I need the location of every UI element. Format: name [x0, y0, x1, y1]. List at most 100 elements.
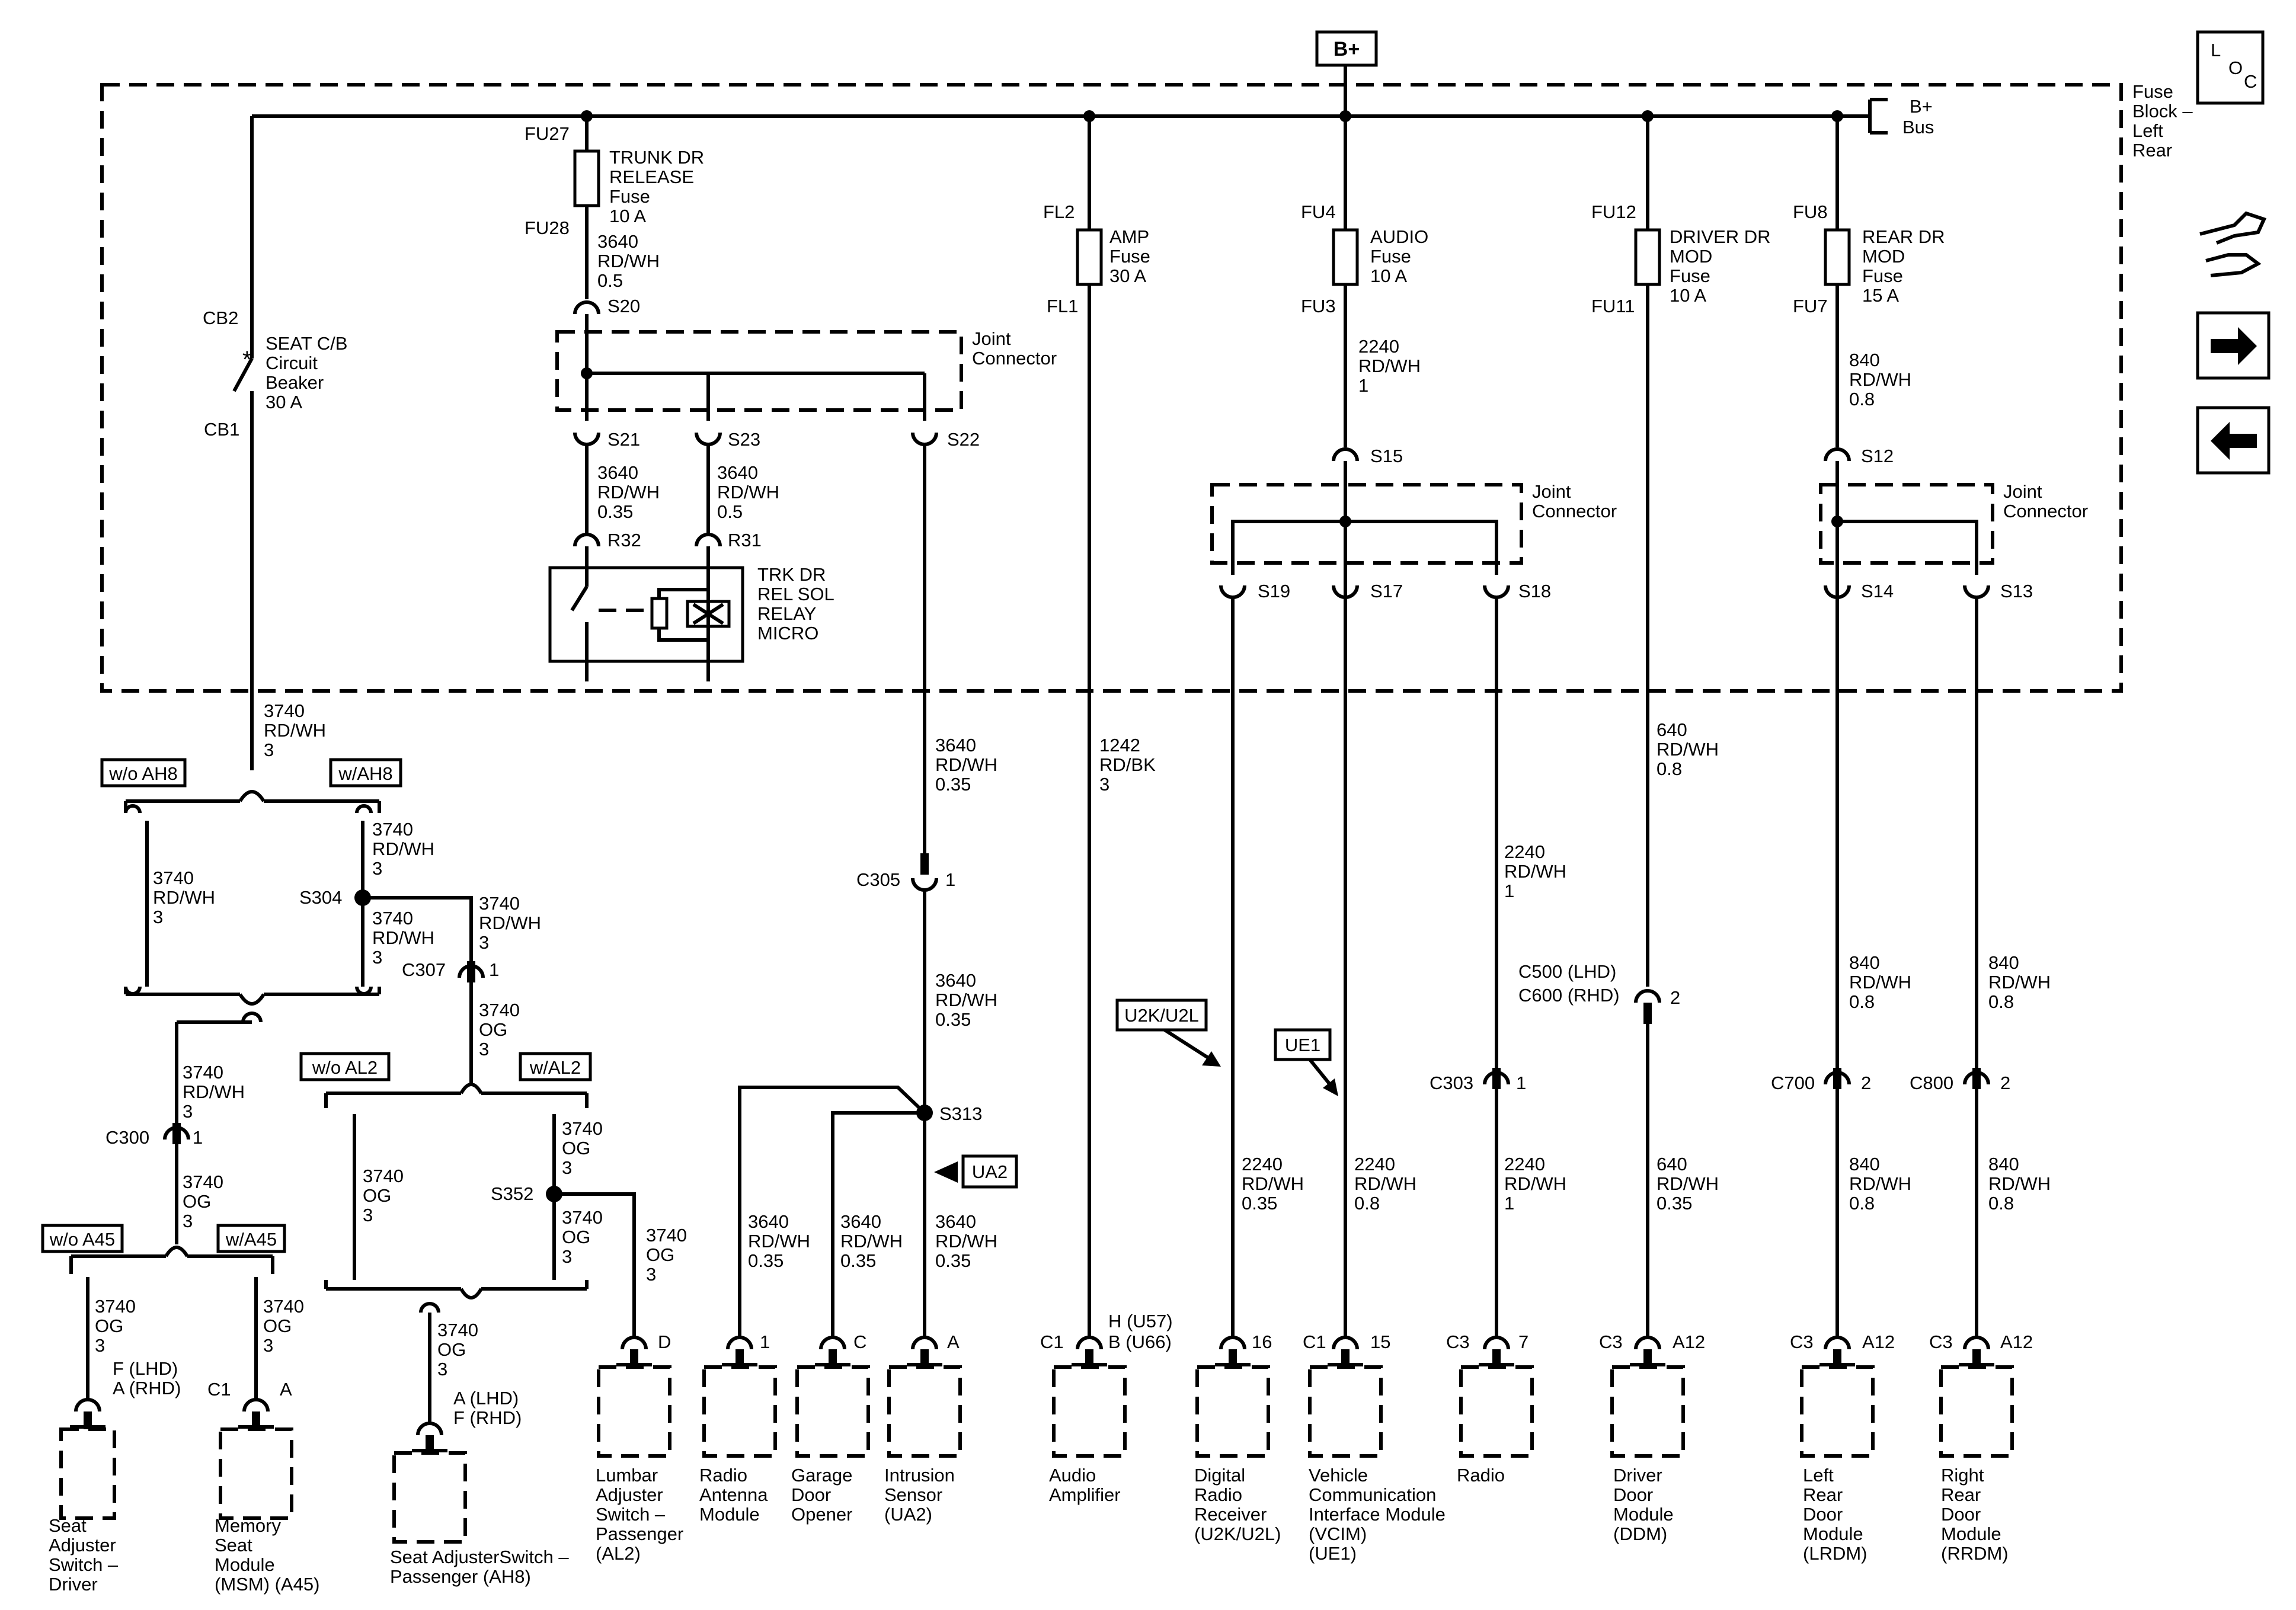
rrdm-pin-label: A12 [2000, 1331, 2033, 1352]
audio-amplifier-component [1052, 1336, 1127, 1458]
vcim-name-1: Vehicle [1309, 1465, 1368, 1486]
radio-conn-label: C3 [1446, 1331, 1470, 1352]
lb-wj-3: 3 [363, 1205, 373, 1225]
cb1-label: CB1 [204, 419, 239, 440]
rear-w13-2: RD/WH [1988, 972, 2051, 993]
lb-wf-1: 3740 [183, 1062, 223, 1083]
lb-wb-1: 3740 [372, 819, 413, 840]
lumbar-name-4: Passenger [596, 1523, 683, 1544]
audio-fuse [1332, 228, 1359, 286]
relay-label-4: MICRO [757, 623, 818, 644]
lb-wd-2: RD/WH [479, 913, 541, 933]
amp-pin-label-2: B (U66) [1108, 1331, 1172, 1352]
c305-connector [911, 878, 938, 892]
seat-drv-name-4: Driver [49, 1574, 98, 1595]
a45-split-ends [69, 1256, 274, 1274]
trunk-joint-label-1: Joint [972, 328, 1011, 349]
lb-wk-2: OG [562, 1138, 590, 1158]
cb2-label: CB2 [203, 308, 238, 328]
lb-wa-1: 3740 [153, 868, 194, 888]
garage-door-opener-connector [819, 1336, 846, 1350]
cb-star: * [242, 347, 252, 373]
audio-w19-1: 2240 [1242, 1154, 1283, 1174]
audio-joint-connector [1210, 483, 1523, 565]
lrdm-name-3: Door [1803, 1504, 1843, 1525]
right-rear-door-module-pin [1972, 1349, 1981, 1367]
audio-w19-2: RD/WH [1242, 1173, 1304, 1194]
msm-name-1: Memory [215, 1515, 281, 1536]
rear-fuse-label-4: 15 A [1862, 285, 1899, 306]
u2k-box [1115, 998, 1208, 1032]
lb-wb-3: 3 [372, 858, 382, 879]
s313-label: S313 [939, 1103, 982, 1124]
lrdm-name-1: Left [1803, 1465, 1834, 1486]
trunk-fuse-label-1: TRUNK DR [609, 147, 704, 168]
memory-seat-module-connector [242, 1398, 270, 1412]
c307-pin-label: 1 [489, 959, 499, 980]
lb-wn-3: 3 [437, 1359, 447, 1379]
audio-w17-1: 2240 [1354, 1154, 1395, 1174]
intrusion-pin-label: A [947, 1331, 960, 1352]
garage-door-opener-component [795, 1336, 870, 1458]
audio-wire-1: 2240 [1358, 336, 1399, 357]
amp-fuse-label-2: Fuse [1109, 246, 1150, 267]
rear-fuse-label-3: Fuse [1862, 265, 1903, 286]
amp-fuse-label-3: 30 A [1109, 265, 1146, 286]
s15-connector [1332, 447, 1359, 462]
ah8-merge-bar [124, 986, 379, 1006]
c307-label: C307 [402, 959, 446, 980]
radio-pin-label: 7 [1518, 1331, 1528, 1352]
lb-wc-3: 3 [372, 947, 382, 968]
garage-wire [831, 1111, 925, 1336]
lb-wn-1: 3740 [437, 1320, 478, 1340]
rear-w14b-2: RD/WH [1849, 1173, 1911, 1194]
lb-wc-1: 3740 [372, 908, 413, 929]
trunk-w21-2: RD/WH [597, 482, 660, 502]
driver-wire2-3: 0.35 [1657, 1193, 1692, 1214]
ddm-name-3: Module [1613, 1504, 1674, 1525]
r31-label: R31 [728, 530, 762, 550]
radio-ant-name-3: Module [699, 1504, 760, 1525]
left-rear-door-module-pin [1833, 1349, 1841, 1367]
drr-name-1: Digital [1194, 1465, 1245, 1486]
c500-pin [1643, 1003, 1652, 1024]
intrusion-sensor-pin [920, 1349, 929, 1367]
loc-letter-c: C [2244, 71, 2257, 92]
trunk-branch-w2-1: 3640 [935, 970, 976, 991]
lumbar-pin-label: D [658, 1331, 671, 1352]
al2-split-bar [326, 1083, 587, 1095]
lb-wf-3: 3 [183, 1101, 193, 1122]
c300-connector [163, 1126, 190, 1140]
rear-w13-3: 0.8 [1988, 991, 2014, 1012]
lumbar-name-1: Lumbar [596, 1465, 658, 1486]
rear-joint-bar [1837, 520, 1978, 575]
driver-door-module-component [1610, 1336, 1685, 1458]
lrdm-pin-label: A12 [1862, 1331, 1895, 1352]
ue1-arrow-line [1308, 1058, 1332, 1086]
seat-drv-name-3: Switch – [49, 1554, 119, 1575]
ah8-left-top [124, 804, 142, 814]
lumbar-switch-box [597, 1365, 671, 1458]
a45-split-bar [71, 1246, 273, 1258]
lb-wc-2: RD/WH [372, 927, 434, 948]
loc-box[interactable] [2196, 30, 2265, 105]
lb-wj-1: 3740 [363, 1166, 404, 1186]
garage-name-1: Garage [791, 1465, 852, 1486]
radio-antenna-module-box [702, 1365, 777, 1458]
amp-wire-1: 1242 [1099, 735, 1140, 756]
tools-icon[interactable] [2199, 211, 2267, 277]
msm-name-3: Module [215, 1554, 275, 1575]
cb-label-2: Circuit [266, 353, 318, 373]
driver-fuse-label-3: Fuse [1670, 265, 1710, 286]
bus-bracket [1868, 98, 1888, 135]
s12-connector [1824, 447, 1851, 462]
rear-w14-3: 0.8 [1849, 991, 1875, 1012]
trunk-branch-w2-3: 0.35 [935, 1009, 971, 1030]
cb-label-1: SEAT C/B [266, 333, 347, 354]
radio-pin [1492, 1349, 1501, 1367]
driver-conn-pin: 2 [1670, 987, 1680, 1008]
ddm-name-1: Driver [1613, 1465, 1662, 1486]
c300-label: C300 [105, 1127, 149, 1148]
driver-wire1-2: RD/WH [1657, 739, 1719, 760]
